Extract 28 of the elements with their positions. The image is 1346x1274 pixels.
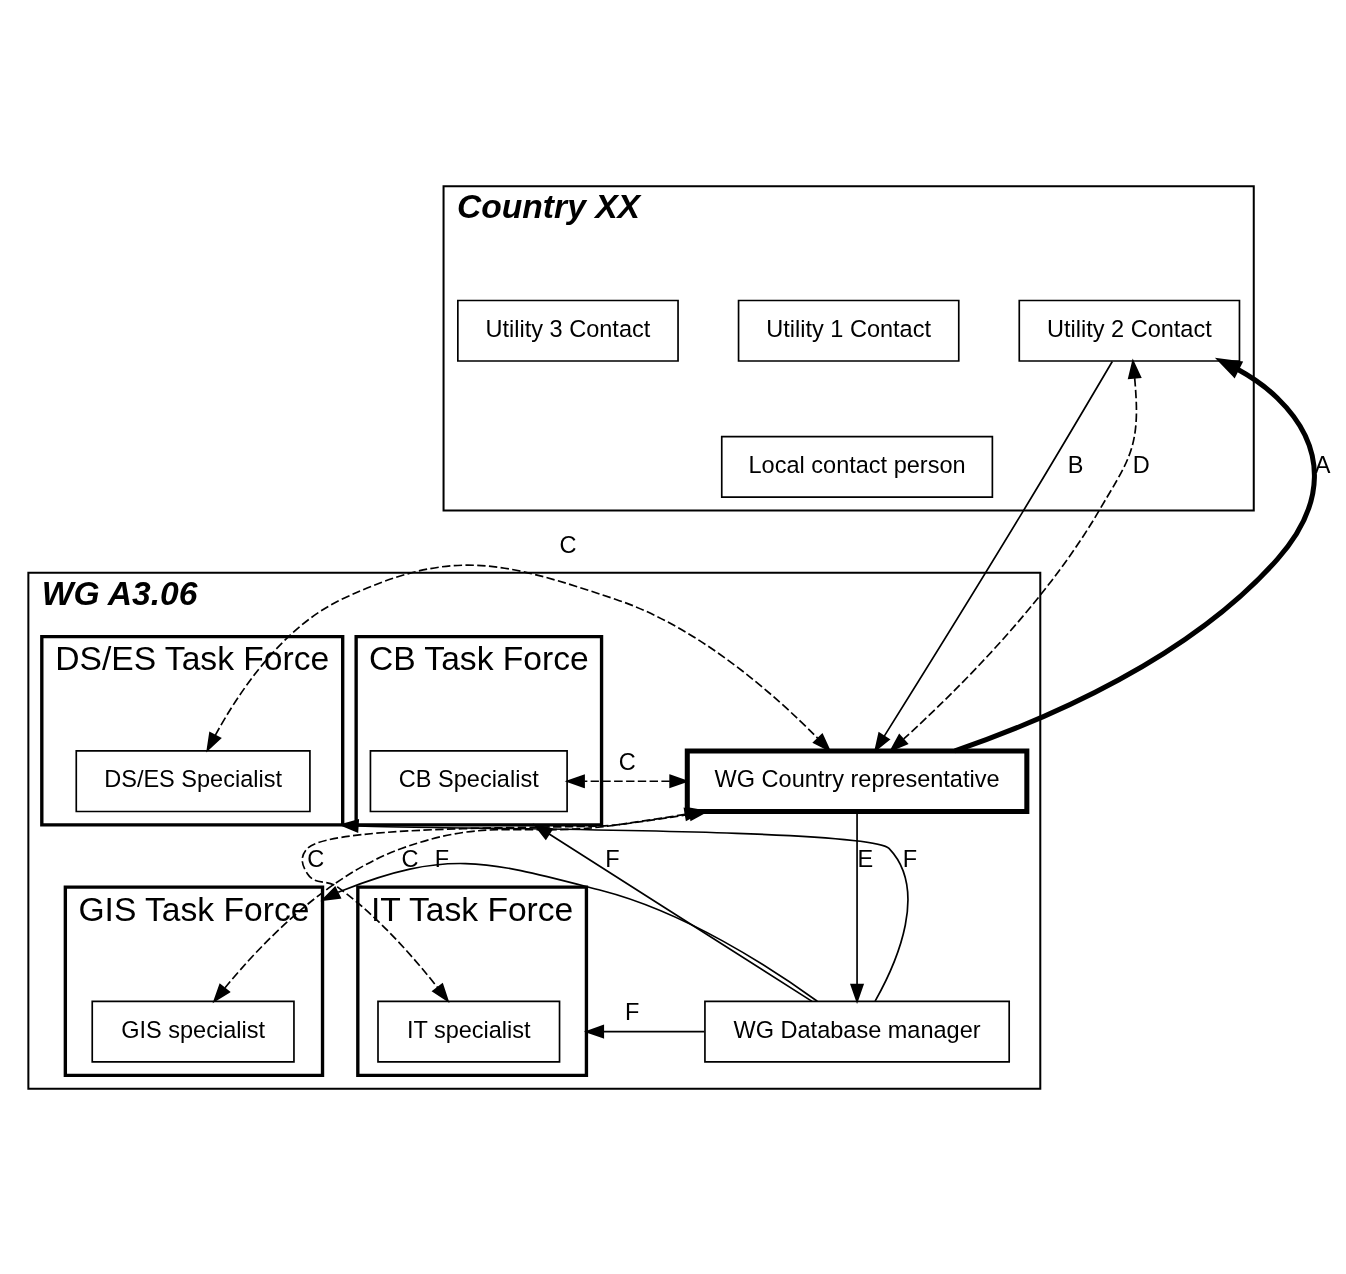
node-box: Utility 3 Contact [457, 299, 679, 362]
edge-label: D [1132, 451, 1150, 478]
edge-label: A [1314, 451, 1331, 478]
edge-label: E [857, 845, 874, 872]
node-box: GIS specialist [91, 1000, 295, 1063]
node-box: DS/ES Specialist [75, 749, 311, 812]
edge-label: C [559, 531, 577, 558]
edge-label: B [1067, 451, 1084, 478]
node-box: Local contact person [720, 435, 994, 498]
node-box: Utility 2 Contact [1018, 299, 1241, 362]
edge-label: F [902, 845, 918, 872]
arrow [583, 1024, 706, 1039]
arrow [320, 862, 819, 1002]
arrow [206, 564, 832, 753]
edge-label: C [618, 748, 636, 775]
node-box: CB Specialist [369, 749, 568, 812]
node-box: WG Database manager [704, 1000, 1011, 1063]
arrow [888, 358, 1142, 752]
arrow [338, 818, 909, 1002]
arrow [532, 823, 813, 1002]
edge-label: F [625, 998, 640, 1025]
node-box: WG Country representative [684, 747, 1030, 814]
arrow [954, 357, 1317, 753]
edge-label: F [605, 845, 620, 872]
node-box: IT specialist [377, 1000, 561, 1063]
node-box: Utility 1 Contact [737, 299, 960, 362]
edge-label: C [401, 845, 419, 872]
edge-label: C [307, 845, 325, 872]
